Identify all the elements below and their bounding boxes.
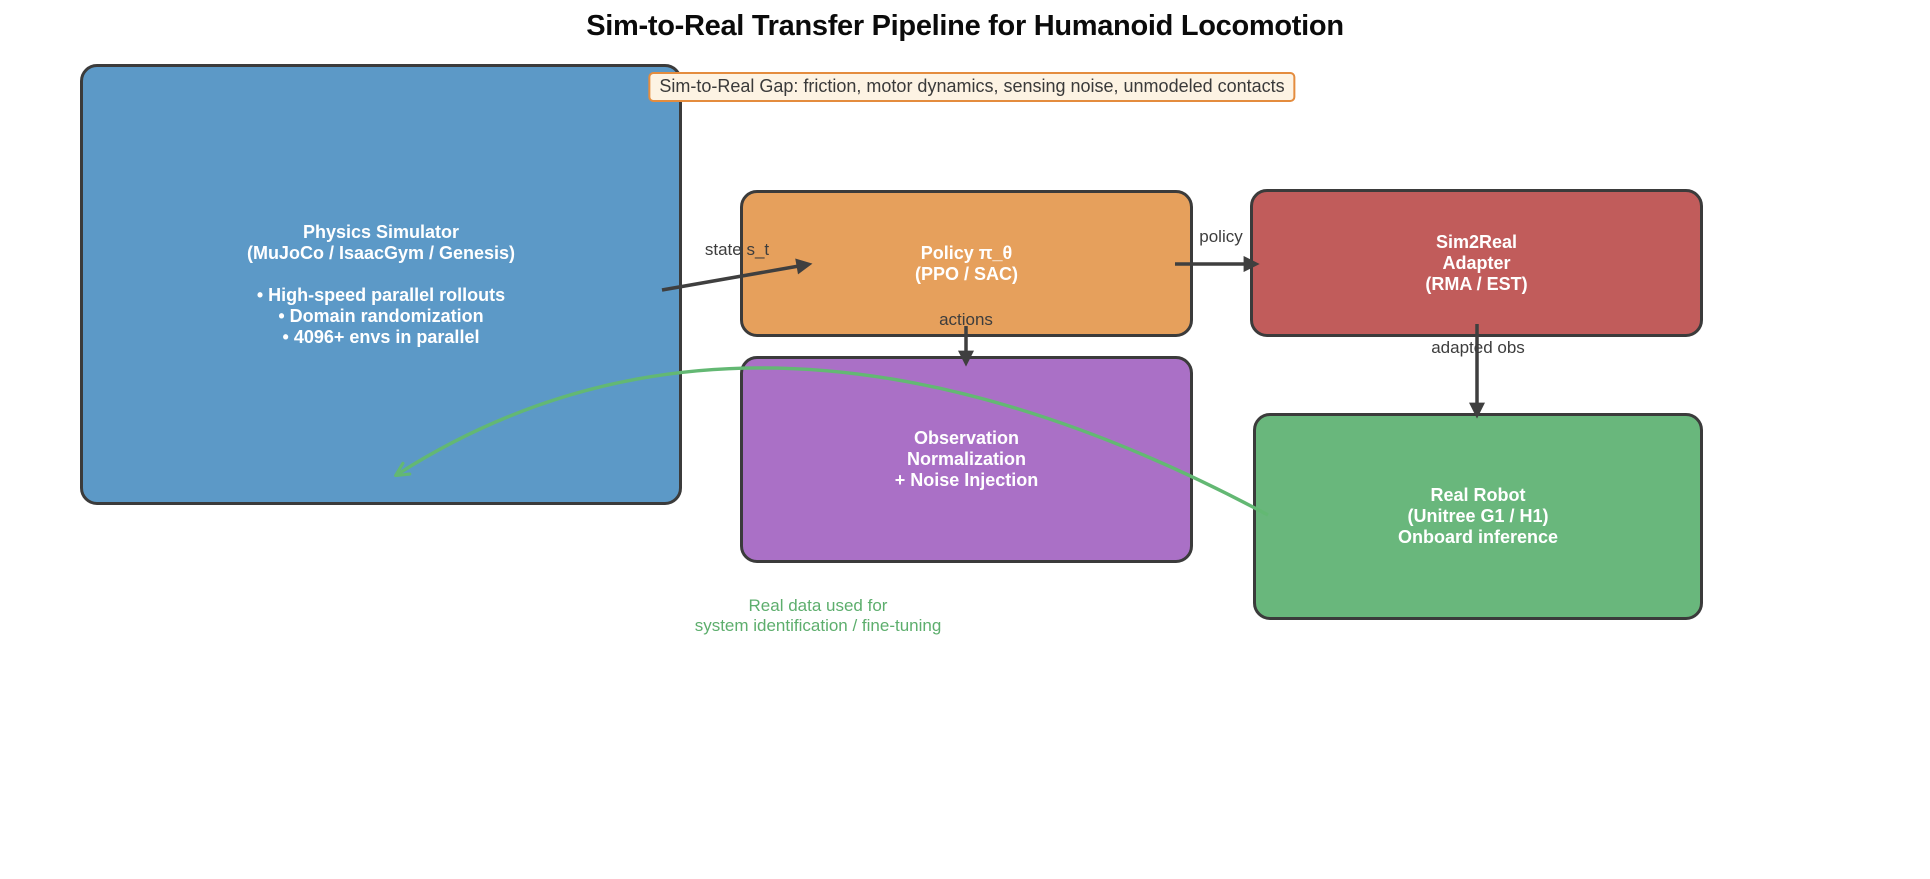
node-observation-normalization: Observation Normalization + Noise Inject…	[740, 356, 1193, 563]
edge-label-actions: actions	[939, 310, 993, 329]
feedback-label-line: system identification / fine-tuning	[694, 616, 942, 635]
node-sim2real-adapter: Sim2Real Adapter (RMA / EST)	[1250, 189, 1703, 337]
node-line: (RMA / EST)	[1425, 273, 1528, 294]
node-line: • 4096+ envs in parallel	[282, 326, 480, 347]
node-line: • Domain randomization	[278, 305, 484, 326]
node-real-robot: Real Robot (Unitree G1 / H1) Onboard inf…	[1253, 413, 1703, 620]
node-line: + Noise Injection	[894, 470, 1039, 490]
node-line: (MuJoCo / IsaacGym / Genesis)	[246, 242, 516, 263]
edge-label-adapted-obs: adapted obs	[1431, 338, 1525, 357]
diagram-title: Sim-to-Real Transfer Pipeline for Humano…	[586, 10, 1344, 42]
feedback-label-line: Real data used for	[748, 596, 888, 615]
node-policy: Policy π_θ (PPO / SAC)	[740, 190, 1193, 337]
node-line: Policy π_θ	[920, 242, 1013, 263]
node-line: Physics Simulator	[302, 221, 460, 242]
node-line: Adapter	[1442, 252, 1511, 273]
node-line: Normalization	[906, 449, 1026, 469]
feedback-loop-label: Real data used for system identification…	[695, 596, 942, 636]
node-line: Real Robot	[1430, 485, 1526, 505]
node-line: Observation	[913, 428, 1020, 448]
node-line: (PPO / SAC)	[914, 263, 1018, 284]
node-physics-simulator: Physics Simulator (MuJoCo / IsaacGym / G…	[80, 64, 682, 505]
node-line: • High-speed parallel rollouts	[256, 284, 506, 305]
node-line: Onboard inference	[1397, 527, 1559, 547]
sim-to-real-gap-annotation: Sim-to-Real Gap: friction, motor dynamic…	[648, 72, 1296, 102]
node-line: (Unitree G1 / H1)	[1407, 506, 1549, 526]
node-line: Sim2Real	[1435, 231, 1518, 252]
edge-label-policy: policy	[1199, 227, 1243, 246]
edge-label-state: state s_t	[704, 240, 770, 259]
